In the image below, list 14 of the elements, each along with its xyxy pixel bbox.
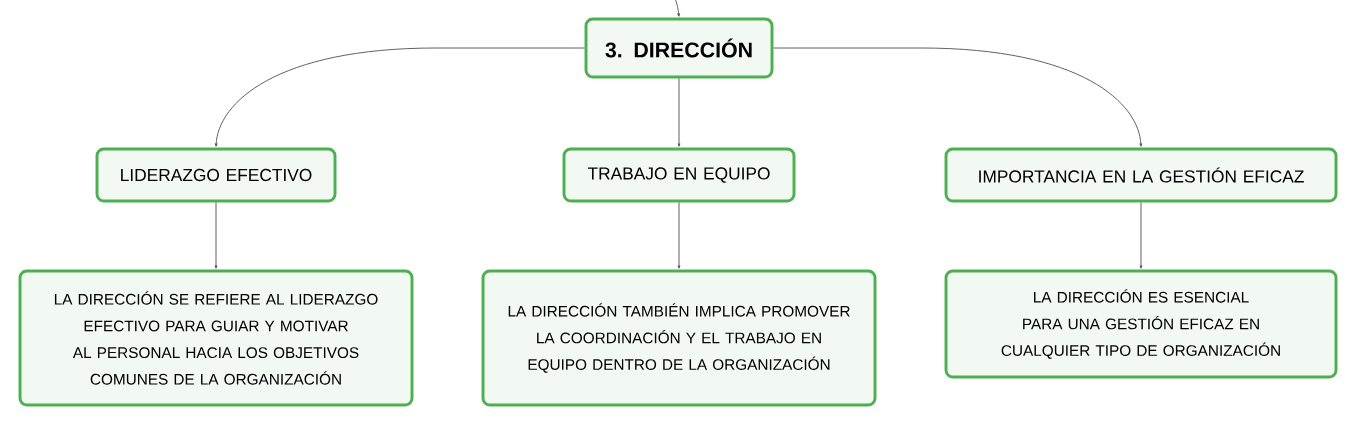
connector-arrow — [214, 202, 218, 269]
connector-arrow — [214, 47, 585, 147]
connector-arrow — [677, 202, 681, 269]
connector-arrow — [674, 0, 681, 17]
description-box: LA DIRECCIÓN TAMBIÉN IMPLICA PROMOVER LA COORDINACIÓN Y EL TRABAJO EN EQUIPO DENTRO DE LA ORGANIZACIÓN — [481, 269, 877, 407]
subtopic-box: IMPORTANCIA EN LA GESTIÓN EFICAZ — [944, 147, 1338, 203]
connector-arrow — [677, 78, 681, 147]
connector-arrow — [1139, 202, 1143, 269]
description-box: LA DIRECCIÓN ES ESENCIAL PARA UNA GESTIÓN EFICAZ EN CUALQUIER TIPO DE ORGANIZACIÓN — [944, 269, 1338, 379]
main-topic-box: 3. DIRECCIÓN — [584, 17, 774, 79]
description-box: LA DIRECCIÓN SE REFIERE AL LIDERAZGO EFECTIVO PARA GUIAR Y MOTIVAR AL PERSONAL HACIA LOS OBJETIVOS COMUNES DE LA ORGANIZACIÓN — [18, 269, 414, 407]
connector-arrow — [773, 47, 1143, 147]
subtopic-box: LIDERAZGO EFECTIVO — [95, 147, 337, 203]
subtopic-box: TRABAJO EN EQUIPO — [562, 147, 796, 203]
